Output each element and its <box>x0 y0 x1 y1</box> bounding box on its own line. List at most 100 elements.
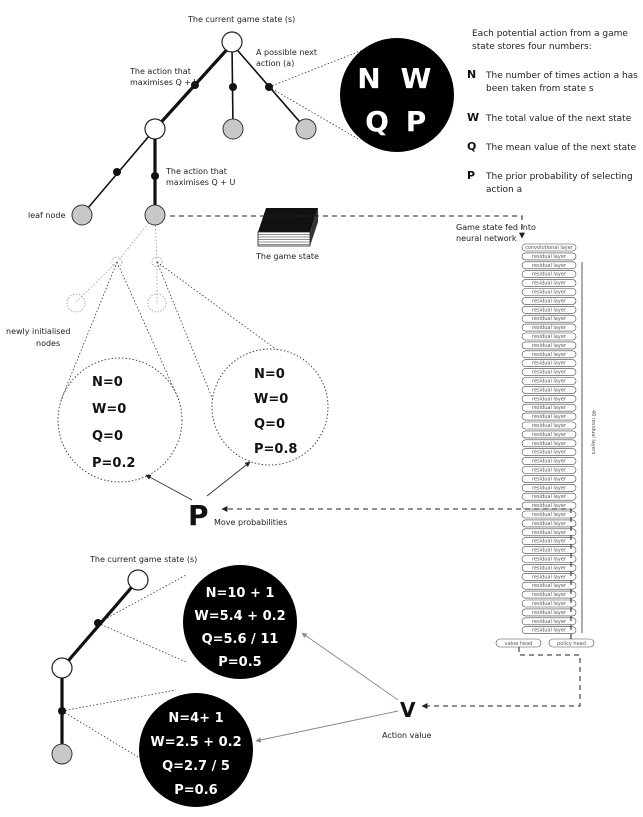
action-dot <box>113 168 121 176</box>
label-maximises-2b: maximises Q + U <box>166 178 236 187</box>
residual-layer-label: residual layer <box>532 423 567 429</box>
new-right-n: N=0 <box>254 367 285 382</box>
legend-text-n-1: The number of times action a has <box>485 71 638 81</box>
update-circle-top-bg <box>183 565 297 679</box>
residual-layer <box>521 608 577 617</box>
update-top-q: Q=5.6 / 11 <box>202 632 279 647</box>
residual-layer <box>521 412 577 421</box>
residual-layer <box>521 377 577 385</box>
label-fed-into-1: Game state fed into <box>456 223 536 232</box>
label-newly-initialised-2: nodes <box>36 339 60 348</box>
legend-text-n-2: been taken from state s <box>486 84 594 94</box>
residual-layer-label: residual layer <box>532 272 567 278</box>
residual-layer <box>521 270 577 279</box>
residual-layer-label: residual layer <box>532 379 567 385</box>
residual-layer-label: residual layer <box>532 601 567 607</box>
residual-layer-label: residual layer <box>532 548 567 554</box>
nwqp-circle-bg <box>340 38 454 152</box>
action-dot <box>94 619 102 627</box>
residual-layer <box>521 279 577 287</box>
update-top-n: N=10 + 1 <box>206 586 275 601</box>
value-symbol: V <box>400 698 416 722</box>
policy-symbol: P <box>188 499 209 532</box>
new-left-p: P=0.2 <box>92 456 135 471</box>
projection-line <box>61 710 149 764</box>
new-node-detail-right: N=0 W=0 Q=0 P=0.8 <box>156 261 329 466</box>
residual-layer-label: residual layer <box>532 387 567 393</box>
residual-layer <box>521 359 577 368</box>
move-probabilities: P Move probabilities <box>145 461 287 532</box>
residual-layer-label: residual layer <box>532 539 567 545</box>
projection-line <box>60 261 118 401</box>
residual-layer <box>521 501 577 510</box>
residual-layer <box>521 537 577 546</box>
residual-layer <box>521 314 577 323</box>
residual-layer <box>521 546 577 554</box>
bottom-search-tree: The current game state (s) <box>51 555 197 765</box>
residual-layer <box>521 519 577 528</box>
label-game-state: The game state <box>255 252 319 261</box>
leaf-node <box>71 204 93 226</box>
action-dot <box>229 83 237 91</box>
value-arrow <box>421 647 581 709</box>
update-bottom-q: Q=2.7 / 5 <box>162 759 230 774</box>
new-node-detail-left: N=0 W=0 Q=0 P=0.2 <box>57 261 183 483</box>
label-residual-layers: 40 residual layers <box>590 410 596 455</box>
p-arrow-right <box>206 461 251 497</box>
residual-layer <box>521 305 577 314</box>
residual-layer <box>521 617 577 626</box>
residual-layer <box>521 350 577 359</box>
residual-layer <box>521 252 577 261</box>
residual-layer <box>521 581 577 590</box>
residual-layer <box>521 510 577 519</box>
residual-layer <box>521 466 577 474</box>
update-bottom-p: P=0.6 <box>174 783 217 798</box>
nwqp-circle: N W Q P <box>340 38 454 152</box>
residual-layer-label: residual layer <box>532 405 567 411</box>
projection-line <box>97 622 187 663</box>
board-side <box>310 208 318 246</box>
residual-layer-label: residual layer <box>532 316 567 322</box>
residual-layer-label: residual layer <box>532 565 567 571</box>
residual-layer <box>521 430 577 439</box>
board-top <box>258 208 318 232</box>
residual-layer <box>521 483 577 492</box>
new-left-n: N=0 <box>92 375 123 390</box>
new-left-q: Q=0 <box>92 429 123 444</box>
policy-arrow <box>221 506 572 639</box>
letter-q: Q <box>365 105 389 138</box>
residual-layer <box>521 332 577 341</box>
edge-new <box>116 214 156 263</box>
legend: Each potential action from a game state … <box>467 29 638 195</box>
tree-node <box>144 118 166 140</box>
action-dot <box>191 81 199 89</box>
action-dot <box>58 707 66 715</box>
label-value-head: value head <box>505 641 533 647</box>
root-node <box>221 31 243 53</box>
label-newly-initialised-1: newly initialised <box>6 327 70 336</box>
residual-layer <box>521 599 577 608</box>
action-value: V Action value <box>255 632 432 743</box>
leaf-node <box>295 118 317 140</box>
residual-layer-label: residual layer <box>532 468 567 474</box>
root-node <box>127 569 149 591</box>
legend-letter-n: N <box>467 68 476 81</box>
residual-layer-label: residual layer <box>532 352 567 358</box>
residual-layer <box>521 297 577 305</box>
residual-layer <box>521 555 577 563</box>
residual-layer-label: residual layer <box>532 503 567 509</box>
p-arrow-left <box>145 474 193 501</box>
letter-w: W <box>401 62 432 95</box>
projection-line <box>156 261 214 401</box>
new-node-circle-right <box>211 348 329 466</box>
new-right-p: P=0.8 <box>254 442 297 457</box>
residual-layer <box>521 448 577 457</box>
projection-line <box>97 574 187 624</box>
residual-layer-label: residual layer <box>532 441 567 447</box>
residual-layer <box>521 323 577 332</box>
new-node-circle-left <box>57 357 183 483</box>
legend-letter-q: Q <box>467 140 476 153</box>
update-bottom-n: N=4+ 1 <box>168 711 223 726</box>
state-to-network-arrow <box>170 215 525 239</box>
